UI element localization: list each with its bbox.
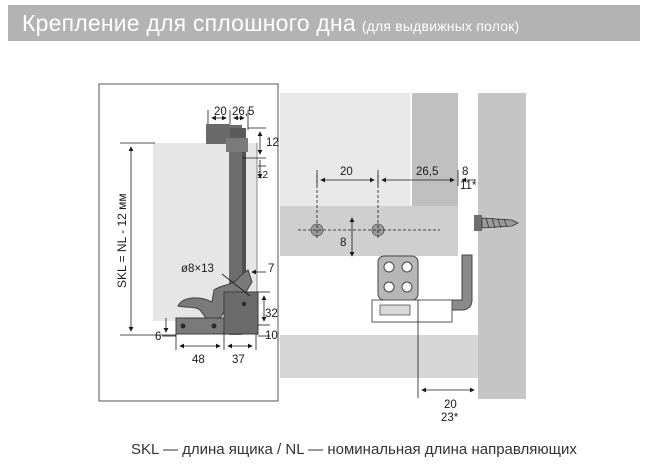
right-view: 20 26,5 8 11* 8 20 23* [280, 93, 526, 424]
page-title: Крепление для сплошного дна (для выдвижны… [22, 10, 519, 37]
cabinet-wall [478, 93, 526, 399]
dim-top-26-5: 26,5 [232, 106, 254, 118]
dim-6: 6 [155, 331, 161, 343]
locking-device [377, 255, 419, 301]
wood-screw [474, 215, 519, 231]
caption-legend: SKL — длина ящика / NL — номинальная дли… [131, 441, 577, 458]
dim-32: 32 [265, 308, 278, 320]
dim-8-gap: 8 [462, 166, 468, 178]
dim-20-holes: 20 [340, 166, 353, 178]
skl-label: SKL = NL - 12 мм [115, 193, 129, 288]
dim-20-bottom: 20 [444, 399, 457, 411]
locking-lever [177, 269, 253, 319]
dim-12-second: 12 [257, 170, 269, 181]
hole-diameter-label: ø8×13 [181, 263, 214, 275]
dim-26-5-holes: 26,5 [416, 166, 438, 178]
title-main-text: Крепление для сплошного дна [22, 10, 356, 36]
dim-7: 7 [268, 263, 274, 275]
dim-23-star: 23* [441, 412, 459, 424]
drawer-bottom-panel [280, 206, 458, 256]
title-subtitle: (для выдвижных полок) [361, 18, 520, 34]
left-view: 20 26,5 12 12 SKL = NL - 12 мм ø8×13 7 3… [98, 83, 279, 402]
dim-11-star: 11* [460, 180, 477, 192]
dim-10: 10 [265, 330, 278, 342]
dim-37: 37 [232, 354, 245, 366]
dim-top-20: 20 [214, 106, 227, 118]
runner-lower-panel [280, 335, 478, 378]
dim-48: 48 [192, 354, 205, 366]
title-bar: Крепление для сплошного дна (для выдвижны… [8, 5, 640, 41]
dim-12-top: 12 [266, 137, 279, 149]
drawer-side-upper [280, 93, 410, 206]
dim-8-vertical: 8 [340, 237, 346, 249]
top-clip [206, 124, 230, 144]
